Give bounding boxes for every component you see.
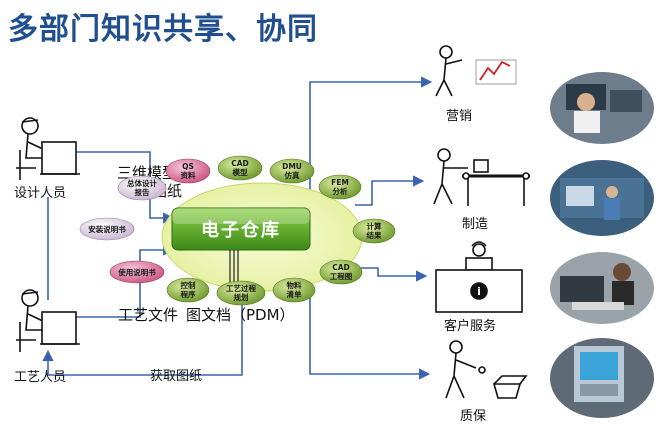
node-process-plan[interactable]: 工艺过程 规划 — [216, 280, 266, 306]
svg-text:i: i — [477, 285, 481, 298]
core-to-quality-line — [309, 296, 431, 380]
svg-text:清单: 清单 — [287, 289, 302, 299]
svg-text:工艺过程: 工艺过程 — [226, 283, 256, 293]
svg-text:模型: 模型 — [233, 167, 248, 177]
svg-text:控制: 控制 — [181, 280, 196, 290]
node-dmu[interactable]: DMU 仿真 — [269, 158, 315, 184]
connection-lines — [42, 76, 433, 380]
photo-customer-service — [550, 252, 654, 324]
svg-text:分析: 分析 — [333, 186, 348, 196]
designer-figure — [16, 117, 80, 180]
photo-sales — [550, 72, 654, 144]
core-label: 电子仓库 — [201, 219, 281, 241]
svg-text:FEM: FEM — [331, 178, 349, 187]
sales-label: 营销 — [446, 109, 472, 124]
svg-text:DMU: DMU — [282, 162, 302, 171]
node-calc[interactable]: 计算 结果 — [352, 218, 396, 244]
get-drawing-line — [42, 300, 243, 376]
svg-text:使用说明书: 使用说明书 — [117, 267, 156, 277]
node-qs[interactable]: QS 资料 — [165, 158, 211, 184]
quality-figure — [445, 340, 528, 399]
process-to-core-line — [76, 244, 175, 318]
drawing-doc-label: 图文档（PDM） — [186, 306, 295, 324]
process-file-label: 工艺文件 — [118, 306, 178, 324]
core-to-service-line — [360, 267, 428, 282]
svg-text:安装说明书: 安装说明书 — [88, 224, 126, 234]
node-cad-drawing[interactable]: CAD 工程图 — [319, 259, 363, 285]
customer-service-figure: i — [435, 241, 523, 313]
svg-text:工程图: 工程图 — [330, 272, 353, 281]
svg-text:CAD: CAD — [332, 263, 350, 272]
designer-label: 设计人员 — [14, 186, 66, 201]
process-person-label: 工艺人员 — [14, 370, 66, 385]
node-install[interactable]: 安装说明书 — [79, 217, 135, 241]
node-control[interactable]: 控制 程序 — [166, 277, 210, 303]
quality-label: 质保 — [460, 409, 486, 424]
svg-text:仿真: 仿真 — [285, 170, 300, 180]
node-manual[interactable]: 使用说明书 — [109, 260, 165, 284]
sales-figure — [435, 45, 517, 97]
svg-text:资料: 资料 — [181, 170, 196, 180]
core-node[interactable]: 电子仓库 — [171, 207, 311, 251]
page-title: 多部门知识共享、协同 — [8, 12, 318, 47]
svg-text:结果: 结果 — [367, 230, 382, 240]
process-figure — [16, 289, 80, 352]
svg-text:物料: 物料 — [287, 280, 302, 290]
svg-text:规划: 规划 — [234, 292, 249, 302]
svg-text:报告: 报告 — [135, 187, 150, 197]
svg-text:QS: QS — [182, 162, 194, 171]
node-cad-model[interactable]: CAD 模型 — [217, 155, 263, 181]
node-summary[interactable]: 总体设计 报告 — [117, 175, 167, 201]
manufacturing-figure — [433, 148, 530, 206]
svg-text:程序: 程序 — [181, 289, 196, 299]
node-fem[interactable]: FEM 分析 — [318, 174, 362, 200]
manufacturing-label: 制造 — [462, 217, 488, 232]
get-drawing-label: 获取图纸 — [150, 369, 202, 384]
svg-text:计算: 计算 — [367, 221, 382, 231]
svg-text:总体设计: 总体设计 — [127, 178, 157, 188]
photo-manufacturing — [550, 160, 654, 236]
core-to-manufacturing-line — [355, 175, 425, 206]
photo-quality — [550, 338, 654, 418]
svg-text:CAD: CAD — [231, 159, 249, 168]
node-bom[interactable]: 物料 清单 — [272, 277, 316, 303]
customer-service-label: 客户服务 — [444, 318, 496, 334]
